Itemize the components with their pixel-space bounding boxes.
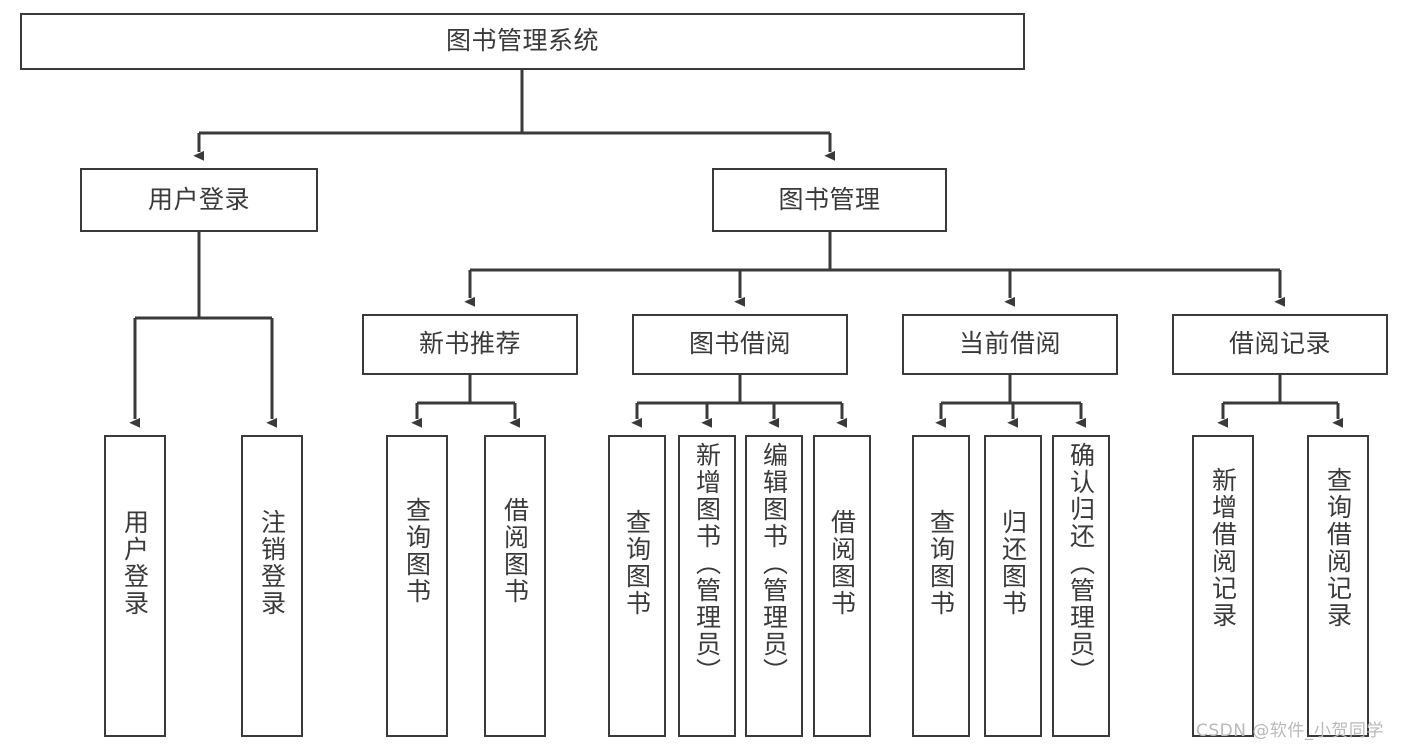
- node-book-management[interactable]: 图书管理: [712, 168, 947, 232]
- node-leaf-query-book-1-label: 查询图书: [402, 497, 432, 605]
- node-leaf-user-login-label: 用户登录: [120, 509, 150, 617]
- node-borrow-records[interactable]: 借阅记录: [1172, 314, 1388, 375]
- node-leaf-borrow-book-1[interactable]: 借阅图书: [484, 435, 546, 737]
- node-root-label: 图书管理系统: [445, 26, 599, 56]
- node-root[interactable]: 图书管理系统: [20, 13, 1025, 70]
- node-leaf-query-book-2-label: 查询图书: [622, 509, 652, 617]
- node-leaf-return-book-label: 归还图书: [998, 509, 1028, 617]
- node-leaf-query-record[interactable]: 查询借阅记录: [1307, 435, 1369, 737]
- node-current-borrow[interactable]: 当前借阅: [902, 314, 1118, 375]
- node-leaf-borrow-book-2[interactable]: 借阅图书: [813, 435, 871, 737]
- node-book-borrow-label: 图书借阅: [688, 329, 791, 359]
- node-leaf-confirm-return[interactable]: 确认归还（管理员）: [1052, 435, 1110, 737]
- node-leaf-query-record-label: 查询借阅记录: [1323, 467, 1353, 629]
- node-leaf-add-record-label: 新增借阅记录: [1208, 467, 1238, 629]
- csdn-watermark: CSDN @软件_小贺同学: [1196, 721, 1384, 741]
- node-leaf-user-login[interactable]: 用户登录: [104, 435, 166, 737]
- node-leaf-add-book-label: 新增图书（管理员）: [692, 442, 722, 685]
- node-new-book-recommend-label: 新书推荐: [418, 329, 521, 359]
- node-book-borrow[interactable]: 图书借阅: [632, 314, 848, 375]
- node-leaf-return-book[interactable]: 归还图书: [984, 435, 1042, 737]
- node-leaf-edit-book-label: 编辑图书（管理员）: [759, 442, 789, 685]
- node-leaf-confirm-return-label: 确认归还（管理员）: [1066, 442, 1096, 685]
- node-leaf-add-book[interactable]: 新增图书（管理员）: [678, 435, 736, 737]
- node-leaf-logout[interactable]: 注销登录: [241, 435, 303, 737]
- node-leaf-borrow-book-1-label: 借阅图书: [500, 497, 530, 605]
- node-current-borrow-label: 当前借阅: [958, 329, 1061, 359]
- node-borrow-records-label: 借阅记录: [1228, 329, 1331, 359]
- node-leaf-edit-book[interactable]: 编辑图书（管理员）: [745, 435, 803, 737]
- node-leaf-borrow-book-2-label: 借阅图书: [827, 509, 857, 617]
- node-leaf-query-book-3-label: 查询图书: [926, 509, 956, 617]
- node-user-login[interactable]: 用户登录: [80, 168, 318, 232]
- node-user-login-label: 用户登录: [147, 184, 250, 214]
- node-leaf-query-book-2[interactable]: 查询图书: [608, 435, 666, 737]
- node-book-management-label: 图书管理: [778, 184, 881, 214]
- node-new-book-recommend[interactable]: 新书推荐: [362, 314, 578, 375]
- node-leaf-query-book-3[interactable]: 查询图书: [912, 435, 970, 737]
- node-leaf-logout-label: 注销登录: [257, 509, 287, 617]
- node-leaf-query-book-1[interactable]: 查询图书: [386, 435, 448, 737]
- node-leaf-add-record[interactable]: 新增借阅记录: [1192, 435, 1254, 737]
